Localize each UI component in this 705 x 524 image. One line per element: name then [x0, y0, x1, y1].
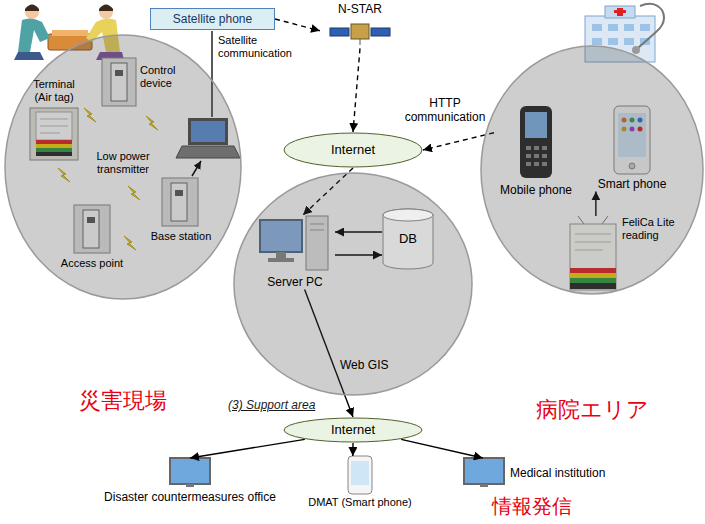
- ellipse-shape: [234, 173, 472, 395]
- rescuer-illustration: [25, 5, 39, 12]
- hospital-area-region: 病院エリア Mobile phone Smart phoneFeliCa Lite …: [480, 45, 704, 423]
- hospital-illustration: [632, 46, 640, 54]
- hospital-illustration: [624, 24, 634, 31]
- node-text: Smart phone: [598, 177, 667, 191]
- medical-monitor-icon: [464, 458, 504, 487]
- node-text: Disaster countermeasures office: [104, 490, 276, 504]
- ellipse-outline: [480, 45, 704, 295]
- satellite-icon: [330, 24, 390, 45]
- office-node: Disaster countermeasures office: [90, 458, 290, 504]
- connector-arrow: [352, 443, 354, 456]
- hospital-illustration: [605, 6, 635, 18]
- cylinder-body: [383, 209, 433, 269]
- node-text: Control device: [140, 64, 200, 90]
- connector-arrow: [190, 439, 305, 458]
- satellite-icon: [371, 28, 390, 36]
- satellite-icon: [360, 39, 361, 45]
- node-text: Medical institution: [510, 466, 605, 480]
- rescuer-illustration: [25, 5, 39, 19]
- base-station-node: Base station: [145, 178, 217, 243]
- felica-tag-node: FeliCa Lite reading: [566, 216, 696, 292]
- link-label: Low power transmitter: [86, 150, 160, 176]
- office-monitor-icon: [170, 458, 210, 484]
- node-text: Access point: [61, 257, 123, 270]
- rescuer-illustration: [99, 5, 113, 12]
- database-cylinder: DB: [382, 208, 434, 270]
- hospital-illustration: [624, 38, 634, 45]
- node-text: DMAT (Smart phone): [308, 496, 412, 509]
- server-pc-node: Server PC: [255, 215, 335, 289]
- hospital-illustration: [592, 24, 602, 31]
- satellite-node: N-STAR: [320, 2, 400, 48]
- node-text: Satellite phone: [173, 9, 252, 29]
- node-text: Mobile phone: [500, 183, 572, 197]
- hospital-illustration: [638, 4, 664, 48]
- terminal-node: Terminal (Air tag): [25, 78, 83, 160]
- connector-label: HTTP communication: [400, 96, 490, 125]
- hospital-illustration: [592, 38, 602, 45]
- internet-cloud: Internet: [283, 417, 423, 443]
- rescuer-illustration: [52, 30, 88, 36]
- satellite-icon: [351, 24, 369, 39]
- office-monitor-icon: [170, 458, 210, 487]
- dmat-phone-icon: [348, 456, 372, 494]
- office-monitor-icon: [186, 484, 194, 487]
- hospital-illustration: [614, 10, 626, 13]
- satellite-icon: [330, 28, 349, 36]
- medical-node: Medical institution: [462, 458, 622, 488]
- rescuer-illustration: [99, 5, 113, 19]
- ellipse-shape: [481, 46, 703, 294]
- medical-monitor-icon: [464, 458, 504, 484]
- connector-arrow: [401, 439, 483, 458]
- node-text: Internet: [331, 417, 375, 443]
- hospital-illustration: [640, 24, 650, 31]
- internet-cloud: Internet: [283, 132, 423, 168]
- support-area-region: (3) Support area Server PC DB: [226, 172, 480, 412]
- node-text: DB: [399, 208, 417, 270]
- disaster-site-region: 災害現場 Terminal (Air tag) Control deviceBase…: [4, 34, 242, 414]
- connector-label: Web GIS: [340, 358, 402, 372]
- rescuer-illustration: [14, 52, 44, 60]
- node-text: Server PC: [267, 275, 322, 289]
- hospital-illustration: [608, 24, 618, 31]
- dmat-phone-icon: [351, 461, 369, 485]
- cylinder-top: [383, 209, 433, 221]
- connector-arrow: [275, 19, 320, 31]
- connector-arrow: [353, 48, 360, 132]
- node-text: (3) Support area: [228, 398, 315, 412]
- mobile-phone-node: Mobile phone: [494, 105, 578, 197]
- dmat-node: DMAT (Smart phone): [300, 456, 420, 509]
- dmat-phone-icon: [348, 456, 372, 494]
- node-text: Terminal (Air tag): [26, 78, 82, 104]
- control-device-node: Control device: [100, 58, 202, 108]
- medical-monitor-icon: [480, 484, 488, 487]
- node-text: FeliCa Lite reading: [622, 216, 694, 242]
- smart-phone-node: Smart phone: [590, 105, 674, 191]
- section-heading: 情報発信: [492, 494, 592, 518]
- rescuer-illustration: [18, 18, 50, 52]
- node-text: Internet: [331, 132, 375, 168]
- node-text: 災害現場: [79, 388, 167, 414]
- ellipse-shape: [284, 418, 422, 442]
- access-point-node: Access point: [54, 205, 130, 270]
- hospital-illustration: [608, 38, 618, 45]
- ellipse-shape: [5, 35, 241, 299]
- link-label: Satellite communication: [218, 34, 308, 60]
- node-text: N-STAR: [338, 2, 382, 16]
- node-text: 病院エリア: [536, 397, 649, 423]
- satellite-phone-box: Satellite phone: [150, 8, 275, 30]
- node-text: Base station: [151, 230, 212, 243]
- ellipse-shape: [284, 133, 422, 167]
